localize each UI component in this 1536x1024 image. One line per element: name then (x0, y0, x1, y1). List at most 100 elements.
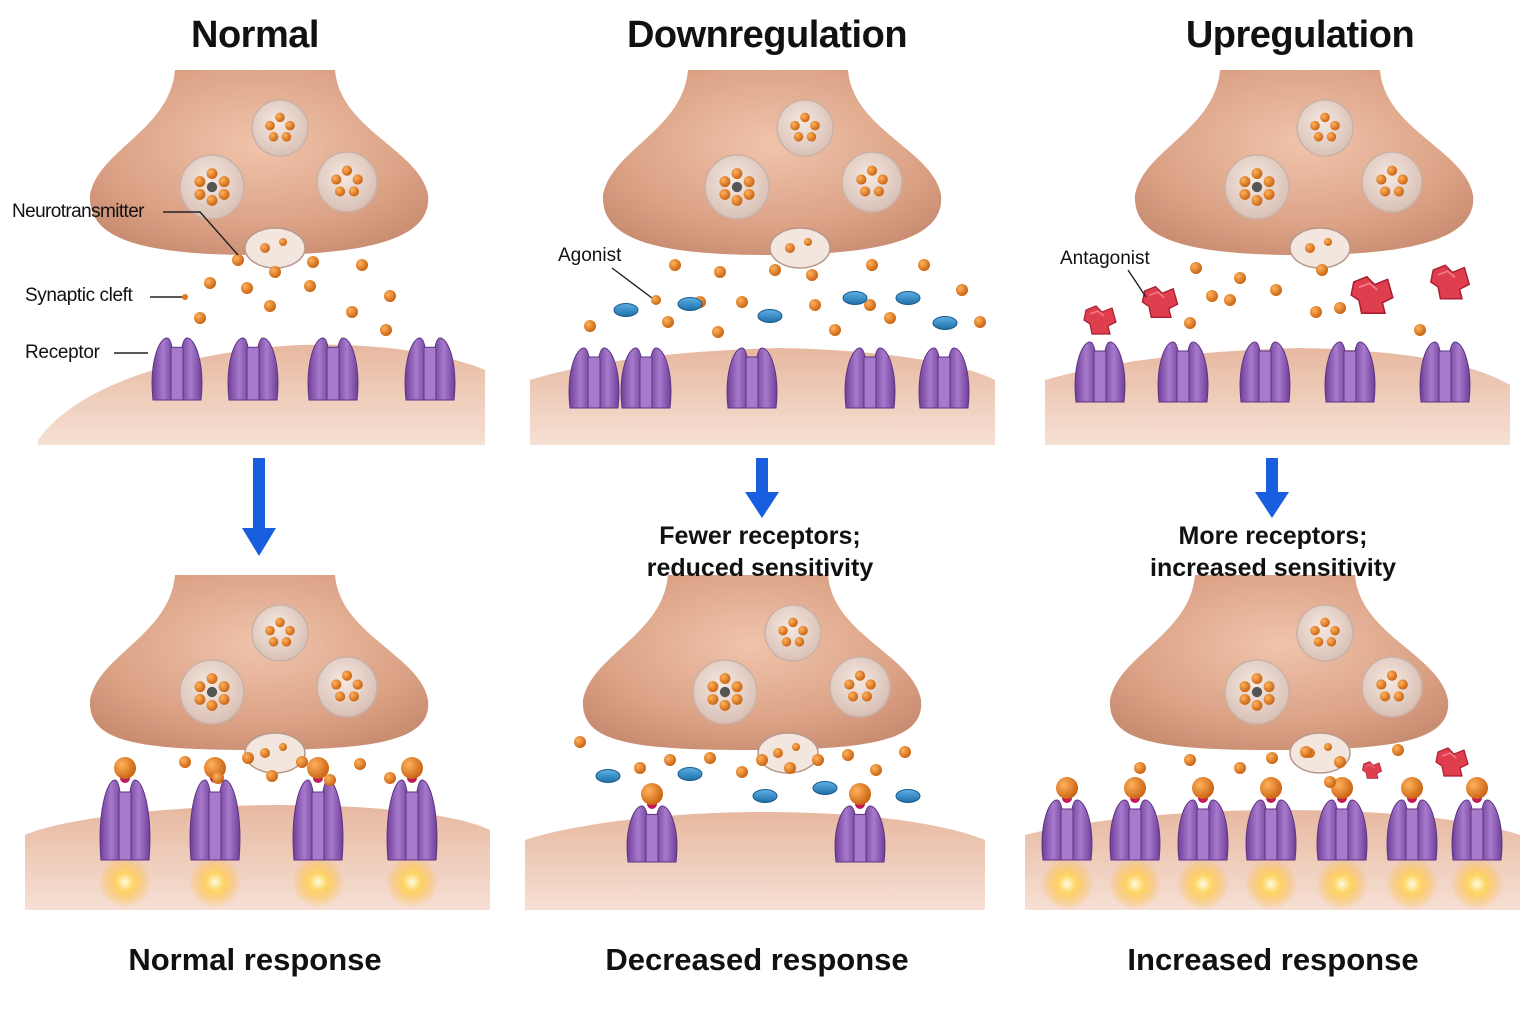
subtitle-line-2: reduced sensitivity (646, 554, 874, 582)
neurotransmitter-molecule (707, 693, 719, 705)
neurotransmitter-molecule (877, 174, 888, 185)
subtitle-line-2: increased sensitivity (1150, 554, 1396, 582)
agonist-molecule (677, 767, 703, 781)
vesicle (764, 604, 822, 662)
neurotransmitter-molecule (341, 165, 353, 176)
vesicle (829, 656, 891, 718)
receptor (726, 347, 778, 409)
neurotransmitter-molecule (352, 679, 363, 690)
bound-neurotransmitter (1260, 777, 1282, 799)
receptor (626, 783, 678, 863)
neurotransmitter-molecule (194, 312, 206, 324)
neurotransmitter-molecule (1251, 195, 1263, 206)
receptor (1386, 777, 1438, 861)
neurotransmitter-molecule (285, 120, 295, 131)
neurotransmitter-molecule (241, 282, 253, 294)
neurotransmitter-molecule (384, 290, 396, 302)
neurotransmitter-molecule (348, 691, 360, 702)
bound-neurotransmitter (1192, 777, 1214, 799)
neurotransmitter-molecule (719, 700, 731, 711)
response-glows (99, 856, 1503, 910)
neurotransmitter-molecule (218, 176, 230, 188)
receptor (386, 757, 438, 861)
neurotransmitter-molecule (275, 617, 285, 628)
receptor (227, 337, 279, 401)
neurotransmitter-molecule (194, 681, 206, 693)
neurotransmitter-molecule (712, 326, 724, 338)
neurotransmitter-molecule (1326, 132, 1337, 142)
bound-neurotransmitter (1466, 777, 1488, 799)
activation-glow (99, 856, 151, 908)
neurotransmitter-molecule (1263, 188, 1275, 200)
neurotransmitter-molecule (778, 625, 788, 636)
neurotransmitter-molecule (829, 324, 841, 336)
agonist-molecule (595, 769, 621, 783)
neurotransmitter-molecule (719, 188, 731, 200)
agonist-molecule (812, 781, 838, 795)
subtitle-line-1: Fewer receptors; (659, 522, 861, 550)
neurotransmitter-molecule (268, 637, 279, 647)
neurotransmitter-molecule (232, 254, 244, 266)
neurotransmitter-molecule (1397, 174, 1408, 185)
receptor (834, 783, 886, 863)
neurotransmitter-molecule (769, 264, 781, 276)
arrow-down-icon (745, 458, 779, 518)
neurotransmitter-molecule (1330, 120, 1340, 131)
bound-neurotransmitter (641, 783, 663, 805)
neurotransmitter-molecule (1184, 754, 1196, 766)
neurotransmitter-molecule (719, 176, 731, 188)
activation-glow (1109, 858, 1161, 910)
neurotransmitter-molecule (865, 679, 876, 690)
arrow-down-icon (242, 458, 276, 556)
neurotransmitter-molecule (1393, 186, 1405, 197)
neurotransmitter-molecule (844, 679, 855, 690)
neurotransmitter-molecule (218, 681, 230, 693)
neurotransmitter-molecule (1386, 165, 1398, 176)
receptor (1419, 341, 1471, 403)
neurotransmitter-molecule (664, 754, 676, 766)
neurotransmitter-molecule (206, 673, 218, 684)
neurotransmitter-molecule (854, 670, 866, 681)
neurotransmitter-molecule (1251, 700, 1263, 711)
neurotransmitter-molecule (743, 176, 755, 188)
release-site (1289, 227, 1351, 269)
neurotransmitter-molecule (1266, 752, 1278, 764)
neurotransmitter-molecule (707, 681, 719, 693)
neurotransmitter-molecule (179, 756, 191, 768)
agonist-molecule (613, 303, 639, 317)
vesicle (251, 99, 309, 157)
bound-neurotransmitter (1056, 777, 1078, 799)
neurotransmitter-molecule (334, 691, 346, 702)
bound-neurotransmitter (114, 757, 136, 779)
neurotransmitter-molecule (242, 752, 254, 764)
neurotransmitter-molecule (1316, 264, 1328, 276)
neurotransmitter-molecule (1190, 262, 1202, 274)
neurotransmitter-molecule (793, 132, 804, 142)
panel-title-downregulation: Downregulation (626, 14, 908, 56)
label-agonist: Agonist (558, 245, 622, 266)
activation-glow (292, 856, 344, 908)
neurotransmitter-molecule (265, 625, 275, 636)
neurotransmitter-molecule (918, 259, 930, 271)
receptor (404, 337, 456, 401)
neurotransmitter-molecule (736, 296, 748, 308)
neurotransmitter-molecule (784, 762, 796, 774)
release-site (244, 227, 306, 269)
release-site (244, 732, 306, 774)
neurotransmitter-molecule (341, 670, 353, 681)
neurotransmitter-molecule (206, 168, 218, 179)
activation-glow (1245, 858, 1297, 910)
neurotransmitter-molecule (380, 324, 392, 336)
antagonist-molecule (1141, 285, 1179, 319)
neurotransmitter-molecule (812, 754, 824, 766)
antagonist-molecule (1361, 761, 1383, 779)
neurotransmitter-molecule (1393, 691, 1405, 702)
bound-neurotransmitter (1401, 777, 1423, 799)
neurotransmitter-molecule (1300, 746, 1312, 758)
neurotransmitter-molecule (662, 316, 674, 328)
neurotransmitter-molecule (1239, 693, 1251, 705)
vesicle (692, 659, 758, 725)
neurotransmitter-molecule (1234, 762, 1246, 774)
subtitle-downregulation: Fewer receptors; reduced sensitivity (550, 520, 970, 584)
